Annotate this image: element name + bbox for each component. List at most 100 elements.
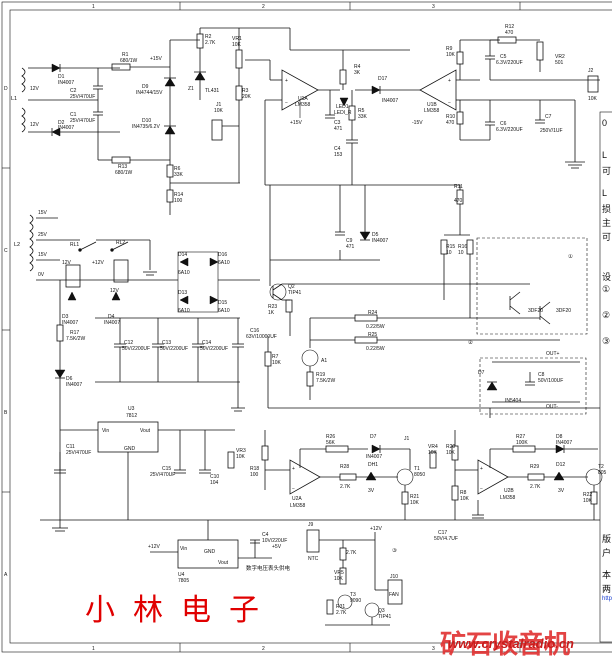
c15-ref: C15: [162, 466, 171, 472]
r21-ref: R21: [410, 494, 419, 500]
transistor-t1: [396, 468, 414, 486]
circle-2-marker: ②: [468, 339, 473, 346]
r29-ref: R29: [530, 464, 539, 470]
d9-value: IN4744/15V: [136, 90, 163, 96]
circle-3-marker: ③: [392, 547, 397, 554]
col-number-2: 2: [262, 4, 265, 10]
resistor-r18: [261, 445, 269, 461]
l2-label: L2: [14, 242, 20, 248]
svg-text:−: −: [292, 486, 295, 492]
resistor-r29: [527, 473, 545, 481]
resistor-r4: [339, 69, 347, 85]
vr2-value: 501: [555, 60, 564, 66]
r19-value: 7.5K/2W: [316, 378, 335, 384]
r13-ref: R13: [118, 164, 127, 170]
r6-ref: R6: [174, 166, 181, 172]
d4-value: IN4007: [104, 320, 120, 326]
col-number-3-bottom: 3: [432, 646, 435, 652]
potentiometer-vr3: [227, 451, 235, 469]
out-minus-label: OUT-: [546, 404, 558, 410]
resistor-r9: [456, 51, 464, 65]
d2-value: IN4007: [58, 125, 74, 131]
c5-value: 6.3V/220UF: [496, 60, 523, 66]
q2-ref: Q2: [288, 284, 295, 290]
q4-ref: 3DF20: [528, 308, 543, 314]
d6-ref: D6: [66, 376, 73, 382]
r20-ref: R20: [446, 444, 455, 450]
diode-d16: [209, 257, 219, 267]
legend-frag-8: ①: [602, 284, 611, 294]
transistor-q3: [364, 602, 380, 618]
svg-text:+: +: [292, 466, 295, 472]
d13-value: 6A10: [178, 308, 190, 314]
r11-ref: R11: [454, 184, 463, 190]
resistor-r28: [339, 473, 357, 481]
transformer-l1: [21, 67, 26, 133]
out-plus-label: OUT+: [546, 351, 560, 357]
z1-value: TL431: [205, 88, 219, 94]
regulator-12v-section: U3 7812 Vin Vout GND C11 25V/470UF C15 2…: [40, 406, 600, 532]
l1-label: L1: [11, 96, 17, 102]
fan-plus12v: +12V: [370, 526, 382, 532]
u4-plus5v: +5V: [272, 544, 282, 550]
r23-ref: R23: [268, 304, 277, 310]
vr3-value: 10K: [236, 454, 246, 460]
circle-1-marker: ①: [568, 253, 573, 260]
r4-value: 3K: [354, 70, 361, 76]
relay-coil-rl1: [65, 264, 81, 288]
d7b-ref: D7: [478, 370, 485, 376]
r20-value: 10K: [446, 450, 456, 456]
d5-value: IN4007: [372, 238, 388, 244]
c8-ref: C8: [538, 372, 545, 378]
col-number-3: 3: [432, 4, 435, 10]
c4-ref: C4: [334, 146, 341, 152]
vr5-ref: VR5: [334, 570, 344, 576]
legend-frag-7: 设: [602, 272, 612, 282]
d8-value: IN4007: [556, 440, 572, 446]
digital-meter-caption: 数字电压表头供电: [246, 564, 291, 572]
main-rectifier-section: L2 15V 25V 15V 0V RL1 RL2 +12V 12V 12V D…: [14, 210, 277, 520]
d4-ref: D4: [108, 314, 115, 320]
resistor-r26: [325, 445, 349, 453]
relay-rl1-contact: [79, 241, 97, 251]
d16-ref: D16: [218, 252, 227, 258]
legend-frag-1: L: [602, 150, 608, 160]
diode-d6: [54, 369, 66, 379]
resistor-r21: [401, 491, 409, 505]
u2a-ref: U2A: [292, 496, 302, 502]
thermistor-j9: [306, 529, 320, 553]
dh1-ref: DH1: [368, 462, 378, 468]
resistor-r14: [166, 189, 174, 203]
u4-vout: Vout: [218, 560, 229, 566]
c13-ref: C13: [162, 340, 171, 346]
zener-d10: [164, 125, 176, 135]
legend-frag-15: http: [602, 596, 612, 602]
d15-ref: D15: [218, 300, 227, 306]
r4-ref: R4: [354, 64, 361, 70]
r19-ref: R19: [316, 372, 325, 378]
d8-ref: D8: [556, 434, 563, 440]
r15-value: 10: [446, 250, 452, 256]
l2-tap-4: 0V: [38, 272, 45, 278]
r9-ref: R9: [446, 46, 453, 52]
diode-d14: [179, 257, 189, 267]
row-letter-c: C: [4, 248, 8, 254]
watermark-url: www.crystalradio.cn: [448, 636, 574, 651]
r10-ref: R10: [446, 114, 455, 120]
t1-ref: T1: [414, 466, 420, 472]
j1-value: 10K: [214, 108, 224, 114]
t2-ref: T2: [598, 464, 604, 470]
c17-ref: C17: [438, 530, 447, 536]
l2-tap-3: 15V: [38, 252, 48, 258]
r8-ref: R8: [460, 490, 467, 496]
resistor-r31: [326, 599, 334, 615]
led1-value: LEDI_R: [334, 110, 352, 116]
diode-d17: [371, 85, 381, 95]
fan-control-section: J9 NTC +12V 2.7K VR5 10K T3 9090 R31 2.7…: [306, 522, 403, 626]
c4b-ref: C4: [262, 532, 269, 538]
legend-frag-0: 0: [602, 118, 608, 128]
legend-frag-4: 损: [602, 204, 612, 214]
rl1-label: RL1: [70, 242, 79, 248]
r1-value: 680/1W: [120, 58, 138, 64]
d7b-value: IN5404: [505, 398, 521, 404]
